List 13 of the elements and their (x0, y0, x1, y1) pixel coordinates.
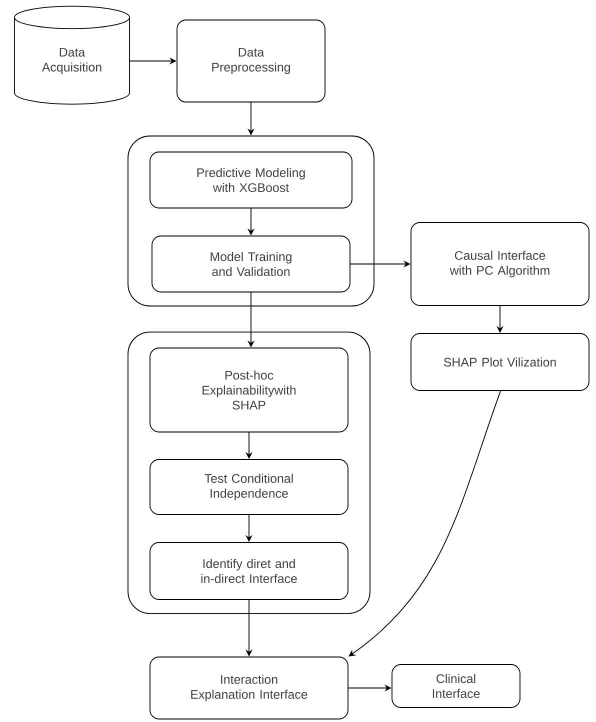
process-box: SHAP Plot Vilization (410, 333, 590, 391)
process-box: Identify diret and in-direct Interface (150, 542, 348, 600)
process-box: Interaction Explanation Interface (150, 656, 348, 720)
process-box: Causal Interface with PC Algorithm (410, 222, 590, 306)
group-box (128, 136, 374, 306)
process-box: Data Preprocessing (176, 20, 326, 102)
process-box: Model Training and Validation (152, 236, 350, 292)
process-box: Post-hoc Explainabilitywith SHAP (150, 348, 348, 432)
process-box: Test Conditional Independence (150, 459, 348, 515)
database-cylinder: Data Acquisition (14, 6, 130, 105)
process-box: Predictive Modeling with XGBoost (150, 152, 352, 208)
process-box: Clinical Interface (392, 664, 520, 708)
group-box (128, 332, 370, 614)
